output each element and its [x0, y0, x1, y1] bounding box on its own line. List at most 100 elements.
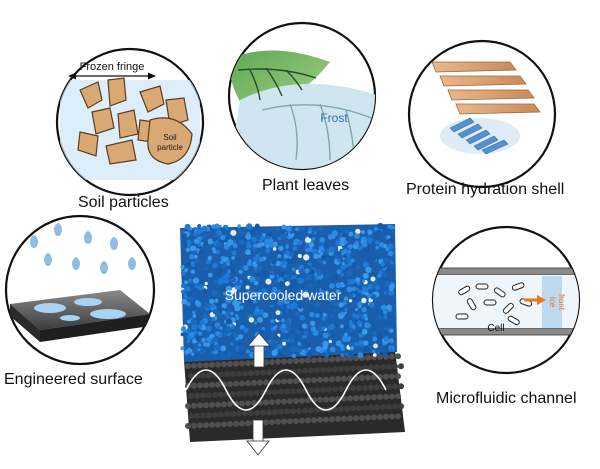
- substrate-atom: [284, 388, 290, 395]
- water-molecule: [362, 279, 366, 283]
- substrate-atom: [239, 380, 245, 387]
- water-molecule: [269, 293, 274, 298]
- substrate-atom: [290, 408, 296, 415]
- substrate-atom: [398, 403, 404, 410]
- substrate-atom: [278, 388, 284, 395]
- water-molecule: [362, 272, 369, 279]
- substrate-atom: [302, 407, 308, 414]
- water-molecule: [246, 298, 253, 305]
- cell-shape: [466, 298, 477, 311]
- water-molecule: [325, 273, 329, 277]
- water-molecule: [231, 256, 236, 260]
- water-molecule: [224, 256, 229, 261]
- water-molecule: [265, 278, 272, 285]
- water-molecule: [290, 345, 297, 352]
- water-molecule: [193, 231, 198, 237]
- frost-leaf: [229, 83, 375, 169]
- channel-caption: Microfluidic channel: [436, 390, 577, 407]
- substrate-atom: [380, 404, 386, 410]
- channel-wall-top: [433, 267, 579, 276]
- substrate-atom: [386, 363, 392, 370]
- water-block: [179, 222, 397, 362]
- water-molecule: [364, 247, 370, 253]
- water-molecule: [192, 343, 198, 348]
- water-molecule: [258, 309, 264, 316]
- water-molecule: [220, 234, 226, 241]
- substrate-atom: [215, 381, 221, 388]
- substrate-atom: [260, 409, 266, 416]
- water-molecule: [294, 311, 300, 317]
- water-molecule: [270, 323, 275, 328]
- water-molecule: [307, 247, 313, 252]
- water-molecule: [340, 352, 345, 358]
- substrate-atom: [329, 416, 335, 423]
- water-molecule: [376, 331, 382, 337]
- water-molecule: [326, 291, 333, 298]
- water-molecule: [200, 241, 204, 245]
- water-molecule: [361, 307, 367, 313]
- water-molecule: [329, 346, 336, 353]
- substrate-atom: [185, 423, 191, 429]
- water-molecule: [364, 317, 368, 321]
- water-molecule: [189, 253, 195, 260]
- substrate-atom: [254, 409, 260, 416]
- water-molecule: [192, 277, 200, 284]
- water-molecule: [293, 256, 298, 261]
- water-molecule: [382, 351, 388, 358]
- water-molecule: [330, 304, 337, 311]
- substrate-atom: [395, 353, 401, 360]
- water-molecule: [316, 270, 322, 276]
- water-molecule: [370, 294, 377, 300]
- soil-particle: [79, 81, 103, 109]
- water-molecule: [340, 272, 345, 277]
- water-molecule: [299, 226, 305, 231]
- engineered-plate-side-front: [40, 314, 150, 342]
- water-molecule: [221, 303, 227, 309]
- water-molecule: [277, 253, 282, 258]
- water-molecule: [197, 228, 203, 235]
- water-molecule: [319, 237, 326, 243]
- substrate-atom: [194, 392, 200, 399]
- water-molecule: [304, 330, 310, 336]
- cell-shape: [493, 287, 506, 298]
- water-molecule: [180, 283, 186, 289]
- substrate-atom: [269, 399, 275, 406]
- substrate-atom: [233, 380, 239, 387]
- substrate-atom: [371, 394, 377, 401]
- substrate-atom: [392, 363, 398, 370]
- water-molecule: [290, 328, 296, 335]
- substrate-atom: [293, 378, 299, 384]
- water-molecule: [194, 284, 199, 289]
- water-molecule: [278, 301, 284, 306]
- water-droplet: [110, 237, 118, 250]
- water-molecule: [335, 340, 342, 347]
- substrate-atom: [194, 412, 200, 419]
- substrate-atom: [329, 396, 335, 403]
- substrate-atoms: [185, 353, 404, 429]
- water-molecule: [308, 283, 313, 288]
- water-molecule: [225, 318, 232, 325]
- substrate-atom: [395, 393, 401, 400]
- water-molecule: [300, 251, 305, 255]
- water-molecule: [322, 312, 327, 317]
- water-molecule: [187, 243, 191, 248]
- substrate-atom: [299, 417, 305, 424]
- substrate-atom: [230, 371, 236, 377]
- water-molecule: [342, 301, 347, 305]
- substrate-atom: [323, 396, 329, 403]
- substrate-atom: [233, 420, 239, 427]
- water-molecule: [279, 284, 284, 289]
- substrate-atom: [224, 371, 230, 378]
- substrate-atom: [227, 421, 233, 427]
- water-molecule: [343, 258, 350, 265]
- water-molecule: [259, 257, 264, 262]
- water-molecule: [206, 337, 211, 342]
- water-molecule: [387, 250, 394, 257]
- water-molecule: [202, 313, 208, 319]
- water-molecule: [207, 272, 213, 278]
- water-molecule: [377, 315, 383, 321]
- water-molecule: [249, 276, 256, 283]
- substrate-atom: [359, 374, 365, 381]
- substrate-atom: [287, 378, 293, 385]
- water-molecule: [231, 250, 237, 256]
